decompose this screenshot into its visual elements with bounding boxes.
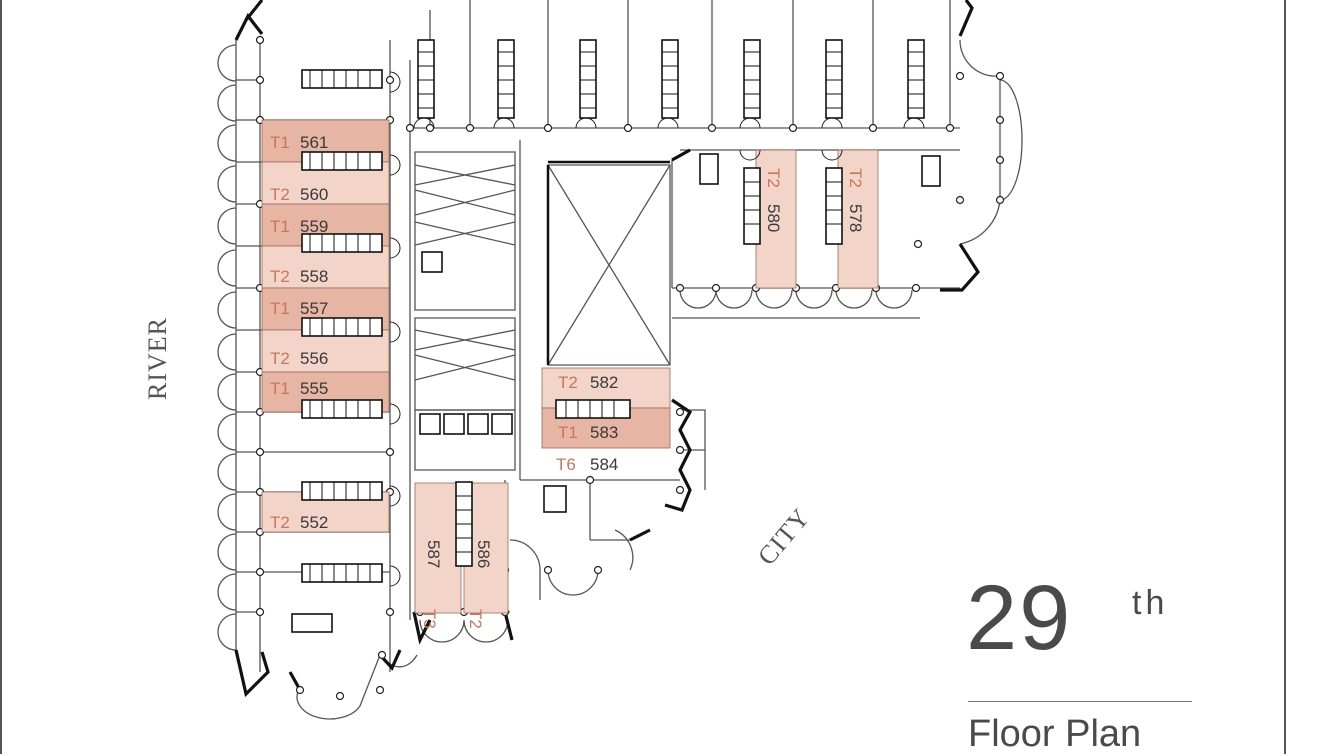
title-divider bbox=[968, 701, 1192, 702]
unit-580-number-label: 580 bbox=[764, 204, 783, 232]
unit-580-area[interactable] bbox=[755, 149, 797, 289]
unit-580-type-label: T2 bbox=[764, 168, 783, 188]
unit-560-number-label: 560 bbox=[300, 185, 328, 204]
unit-584-number-label: 584 bbox=[590, 455, 618, 474]
unit-556-number-label: 556 bbox=[300, 349, 328, 368]
unit-587-type-label: T3 bbox=[420, 609, 439, 629]
unit-558-area[interactable] bbox=[261, 245, 390, 289]
exterior-walls bbox=[234, 0, 981, 698]
unit-558-number-label: 558 bbox=[300, 267, 328, 286]
unit-582-number-label: 582 bbox=[590, 373, 618, 392]
unit-560-type-label: T2 bbox=[270, 185, 290, 204]
unit-586-number-label: 586 bbox=[474, 540, 493, 568]
door-arcs bbox=[389, 71, 925, 587]
frame-right-border bbox=[1284, 0, 1286, 754]
unit-556-type-label: T2 bbox=[270, 349, 290, 368]
unit-559-type-label: T1 bbox=[270, 217, 290, 236]
unit-578-type-label: T2 bbox=[846, 168, 865, 188]
unit-561-type-label: T1 bbox=[270, 133, 290, 152]
river-direction-label: RIVER bbox=[143, 317, 172, 400]
unit-583-number-label: 583 bbox=[590, 423, 618, 442]
floor-number: 29 bbox=[966, 567, 1073, 669]
unit-586-type-label: T2 bbox=[466, 609, 485, 629]
floor-number-suffix: th bbox=[1132, 584, 1169, 622]
unit-552-number-label: 552 bbox=[300, 513, 328, 532]
unit-578-number-label: 578 bbox=[846, 204, 865, 232]
unit-557-type-label: T1 bbox=[270, 299, 290, 318]
floor-plan-title: Floor Plan bbox=[968, 713, 1142, 755]
unit-578-area[interactable] bbox=[837, 149, 879, 289]
unit-559-number-label: 559 bbox=[300, 217, 328, 236]
unit-587-area[interactable] bbox=[414, 482, 462, 614]
unit-557-number-label: 557 bbox=[300, 299, 328, 318]
fixture-block-ticks bbox=[309, 51, 924, 582]
unit-561-number-label: 561 bbox=[300, 133, 328, 152]
frame-left-border bbox=[0, 0, 2, 754]
unit-582-type-label: T2 bbox=[558, 373, 578, 392]
unit-587-number-label: 587 bbox=[424, 540, 443, 568]
unit-584-type-label: T6 bbox=[556, 455, 576, 474]
unit-558-type-label: T2 bbox=[270, 267, 290, 286]
unit-555-number-label: 555 bbox=[300, 379, 328, 398]
unit-555-type-label: T1 bbox=[270, 379, 290, 398]
unit-552-type-label: T2 bbox=[270, 513, 290, 532]
unit-583-type-label: T1 bbox=[558, 423, 578, 442]
